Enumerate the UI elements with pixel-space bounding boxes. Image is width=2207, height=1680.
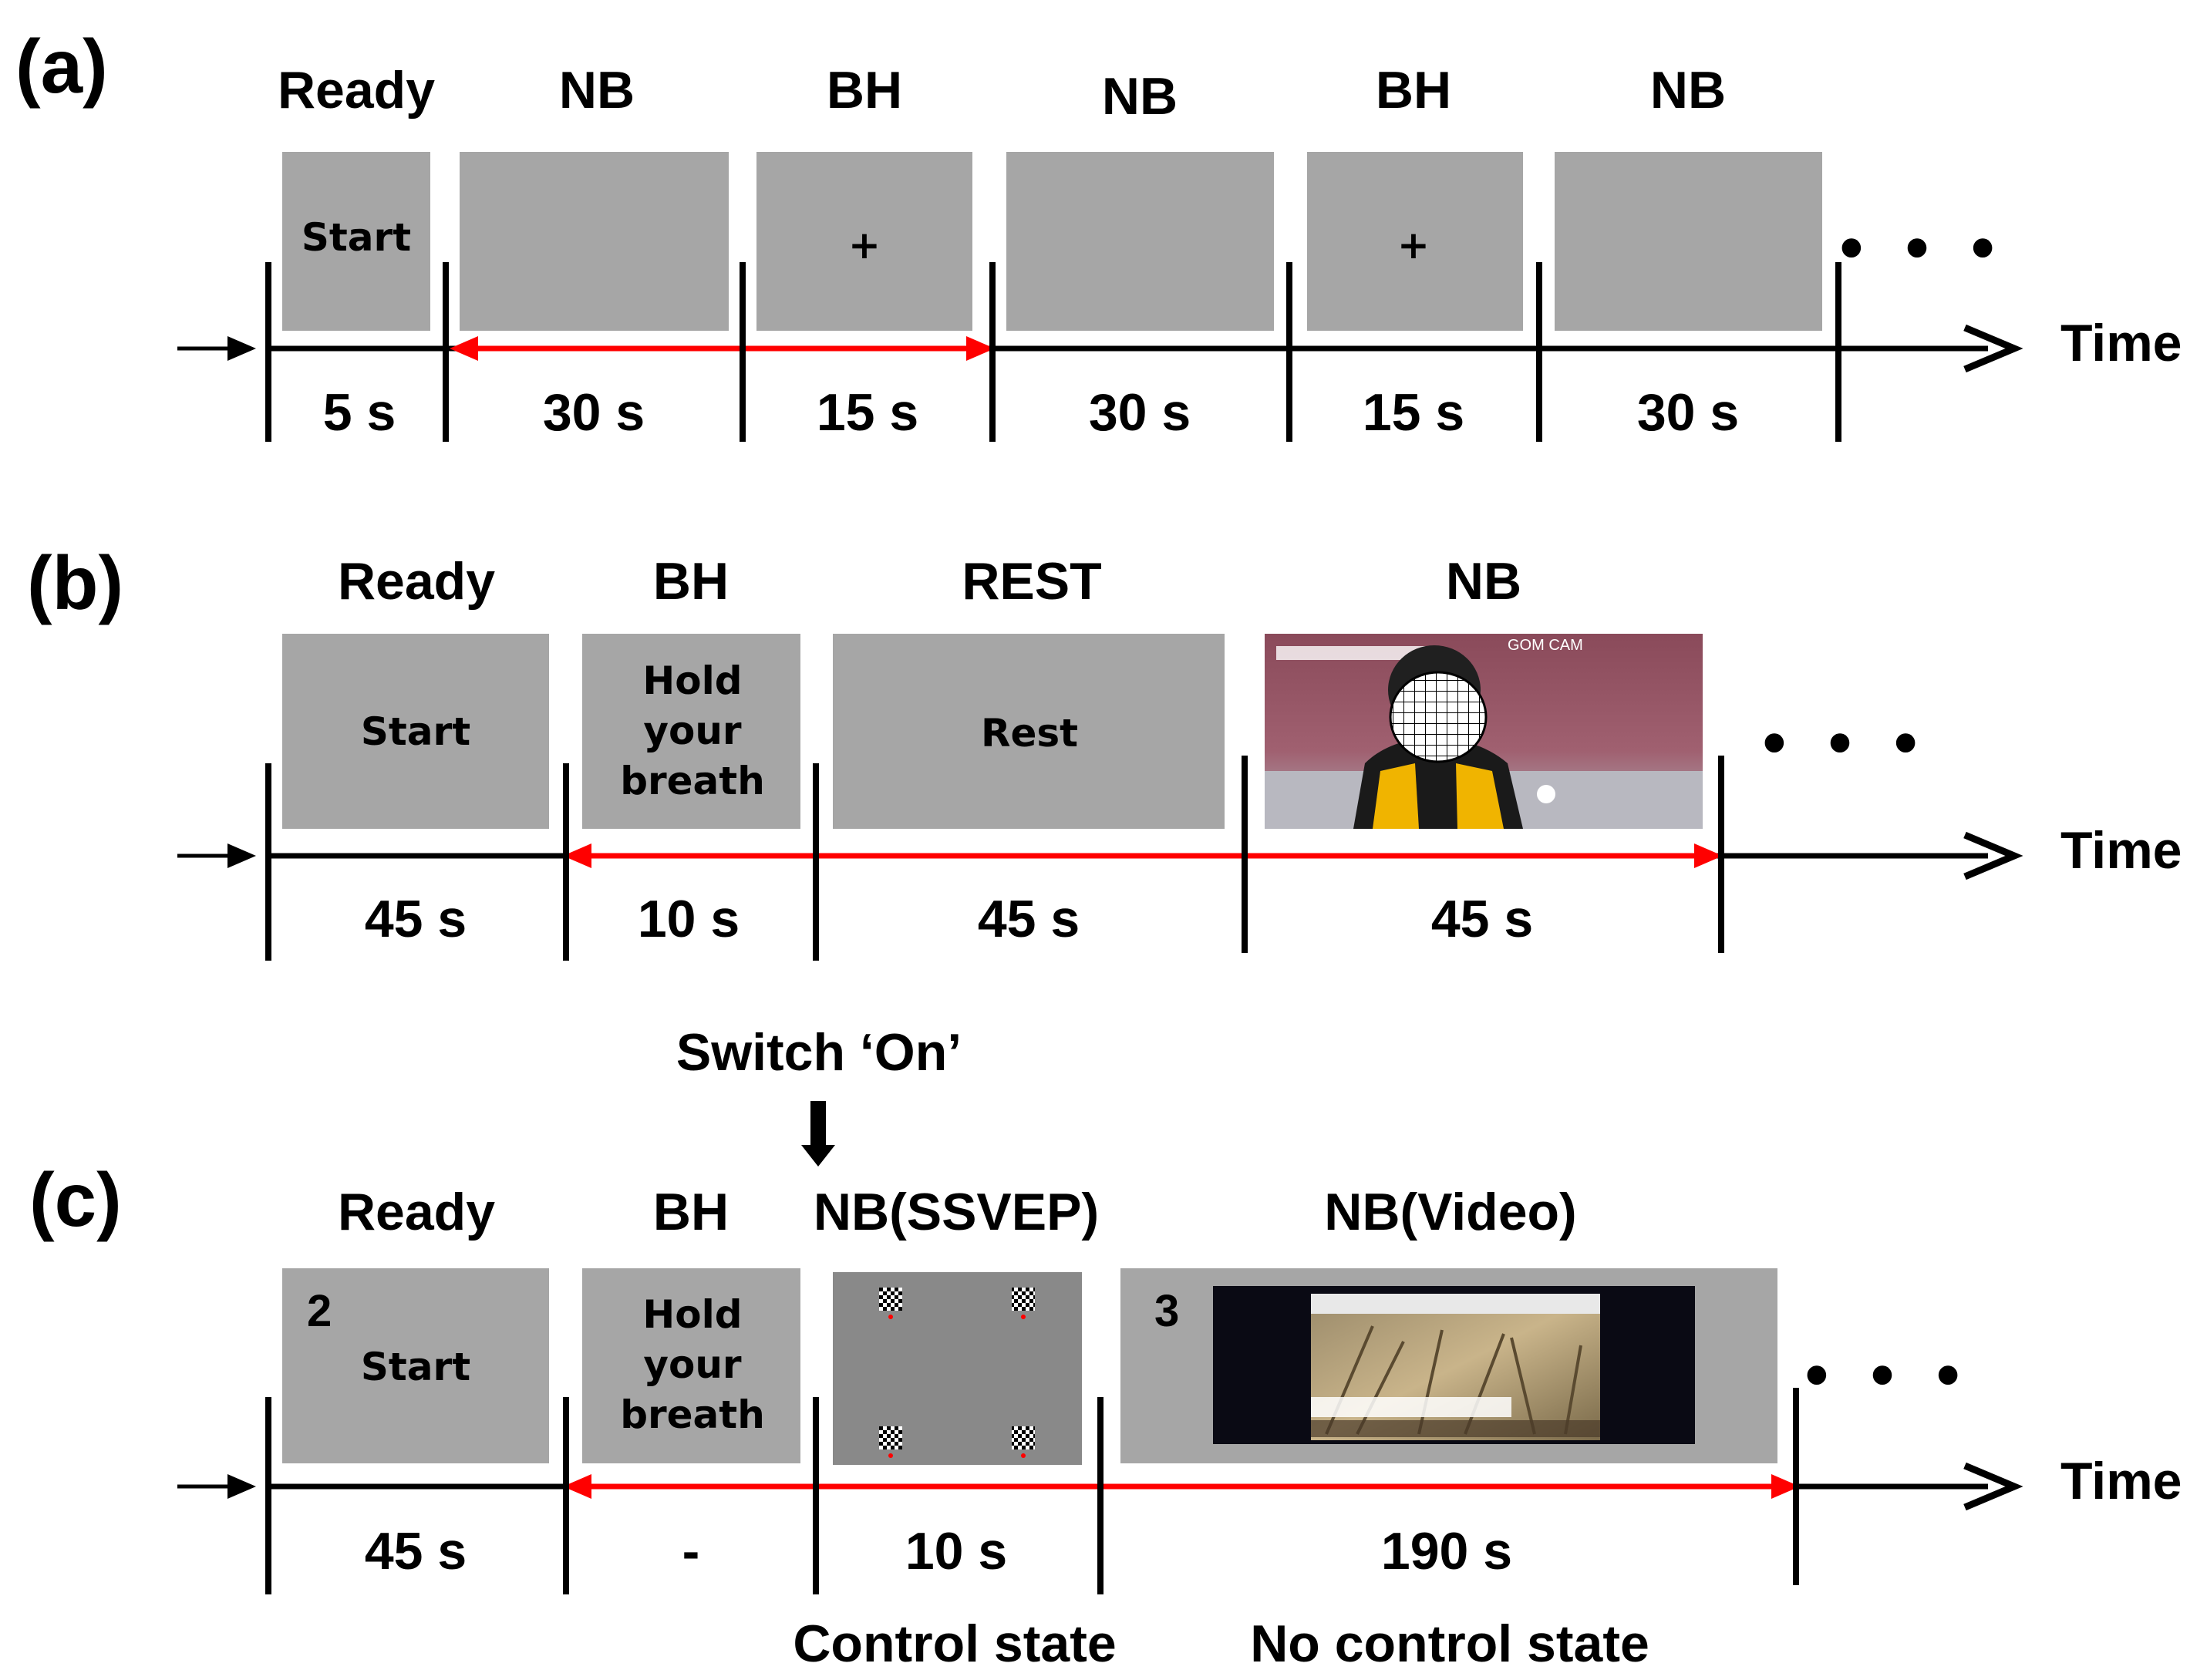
start-arrowhead [227, 1474, 256, 1499]
box-text-your: your [643, 709, 742, 753]
red-arrowhead-left [563, 843, 591, 868]
ssvep-checkerboard [879, 1426, 902, 1449]
box-number: 2 [307, 1286, 332, 1336]
phase-label-bh: BH [653, 1183, 729, 1241]
panel-label-c: (c) [29, 1157, 122, 1242]
ssvep-checkerboard [1012, 1288, 1035, 1311]
duration-label: 5 s [323, 383, 396, 442]
switch-down-arrow [810, 1101, 826, 1152]
continuation-ellipsis: • • • [1800, 1345, 1972, 1409]
video-stimulus-image [1213, 1286, 1695, 1444]
panel-b: (b) Ready BH REST NB Start Hold your bre… [27, 540, 2182, 961]
phase-label-bh: BH [1376, 61, 1451, 120]
box-text-start: Start [302, 215, 411, 260]
no-control-state-label: No control state [1250, 1614, 1649, 1673]
duration-label: 30 s [1089, 383, 1191, 442]
phase-label-ready: Ready [278, 61, 435, 120]
stimulus-box-nb [460, 152, 729, 331]
phase-label-nb: NB [1102, 67, 1178, 126]
continuation-ellipsis: • • • [1835, 218, 2007, 281]
stimulus-box-ready [282, 634, 549, 829]
duration-label: 10 s [638, 890, 740, 948]
duration-label: 45 s [1431, 890, 1533, 948]
red-arrowhead-right [966, 336, 995, 361]
ssvep-marker [1021, 1453, 1026, 1458]
time-arrowhead [1963, 1462, 2023, 1511]
duration-label: 45 s [978, 890, 1080, 948]
phase-label-nb: NB [559, 61, 635, 120]
stimulus-box-rest [833, 634, 1225, 829]
stimulus-box-nb [1555, 152, 1822, 331]
duration-label: 30 s [1637, 383, 1739, 442]
red-arrowhead-left [563, 1474, 591, 1499]
duration-label: 45 s [365, 1522, 467, 1581]
duration-label: 15 s [1363, 383, 1464, 442]
continuation-ellipsis: • • • [1757, 713, 1929, 776]
red-arrowhead-left [450, 336, 478, 361]
stimulus-box-bh [582, 634, 800, 829]
duration-label: 15 s [817, 383, 918, 442]
start-arrowhead [227, 336, 256, 361]
ssvep-checkerboard [879, 1288, 902, 1311]
duration-label: 190 s [1381, 1522, 1512, 1581]
phase-label-ready: Ready [338, 1183, 495, 1241]
ssvep-marker [1021, 1315, 1026, 1319]
ssvep-checkerboard [1012, 1426, 1035, 1449]
time-arrowhead [1963, 324, 2023, 373]
stimulus-box-ready [282, 152, 430, 331]
ssvep-marker [888, 1453, 893, 1458]
video-watermark: GOM CAM [1508, 637, 1583, 654]
switch-on-label: Switch ‘On’ [676, 1023, 962, 1082]
video-stimulus-image: GOM CAM [1265, 634, 1703, 829]
box-text-breath: breath [620, 1392, 765, 1437]
time-axis-label: Time [2060, 314, 2182, 372]
box-text-your: your [643, 1342, 742, 1387]
stimulus-box-bh [582, 1268, 800, 1463]
phase-label-nb-video: NB(Video) [1324, 1183, 1576, 1241]
phase-label-rest: REST [962, 552, 1101, 611]
panel-c: Switch ‘On’ (c) Ready BH NB(SSVEP) NB(Vi… [29, 1023, 2182, 1673]
phase-label-ready: Ready [338, 552, 495, 611]
red-arrowhead-right [1771, 1474, 1800, 1499]
box-text-hold: Hold [642, 1292, 742, 1337]
box-text-start: Start [361, 709, 470, 754]
phase-label-bh: BH [653, 552, 729, 611]
duration-label: 30 s [543, 383, 645, 442]
stimulus-box-nb [1006, 152, 1274, 331]
box-text-breath: breath [620, 759, 765, 803]
panel-label-b: (b) [27, 540, 123, 625]
control-state-label: Control state [793, 1614, 1116, 1673]
stimulus-box-bh [1307, 152, 1523, 331]
ssvep-marker [888, 1315, 893, 1319]
time-axis-label: Time [2060, 1452, 2182, 1510]
fixation-cross: + [848, 223, 881, 268]
stimulus-box-ready [282, 1268, 549, 1463]
duration-label: - [682, 1522, 700, 1581]
phase-label-nb: NB [1650, 61, 1726, 120]
box-text-rest: Rest [981, 711, 1078, 756]
box-number: 3 [1154, 1286, 1179, 1336]
phase-label-bh: BH [827, 61, 902, 120]
duration-label: 10 s [905, 1522, 1007, 1581]
ssvep-stimulus-screen [833, 1272, 1082, 1465]
stimulus-box-bh [756, 152, 972, 331]
red-arrowhead-right [1694, 843, 1723, 868]
time-axis-label: Time [2060, 821, 2182, 880]
panel-a: (a) Ready NB BH NB BH NB Start + + • • •… [15, 24, 2182, 442]
panel-label-a: (a) [15, 24, 108, 109]
box-text-hold: Hold [642, 658, 742, 703]
switch-down-arrowhead [801, 1145, 835, 1167]
phase-label-nb: NB [1446, 552, 1521, 611]
phase-label-nb-ssvep: NB(SSVEP) [814, 1183, 1099, 1241]
fixation-cross: + [1397, 223, 1430, 268]
box-text-start: Start [361, 1345, 470, 1389]
time-arrowhead [1963, 831, 2023, 880]
start-arrowhead [227, 843, 256, 868]
duration-label: 45 s [365, 890, 467, 948]
